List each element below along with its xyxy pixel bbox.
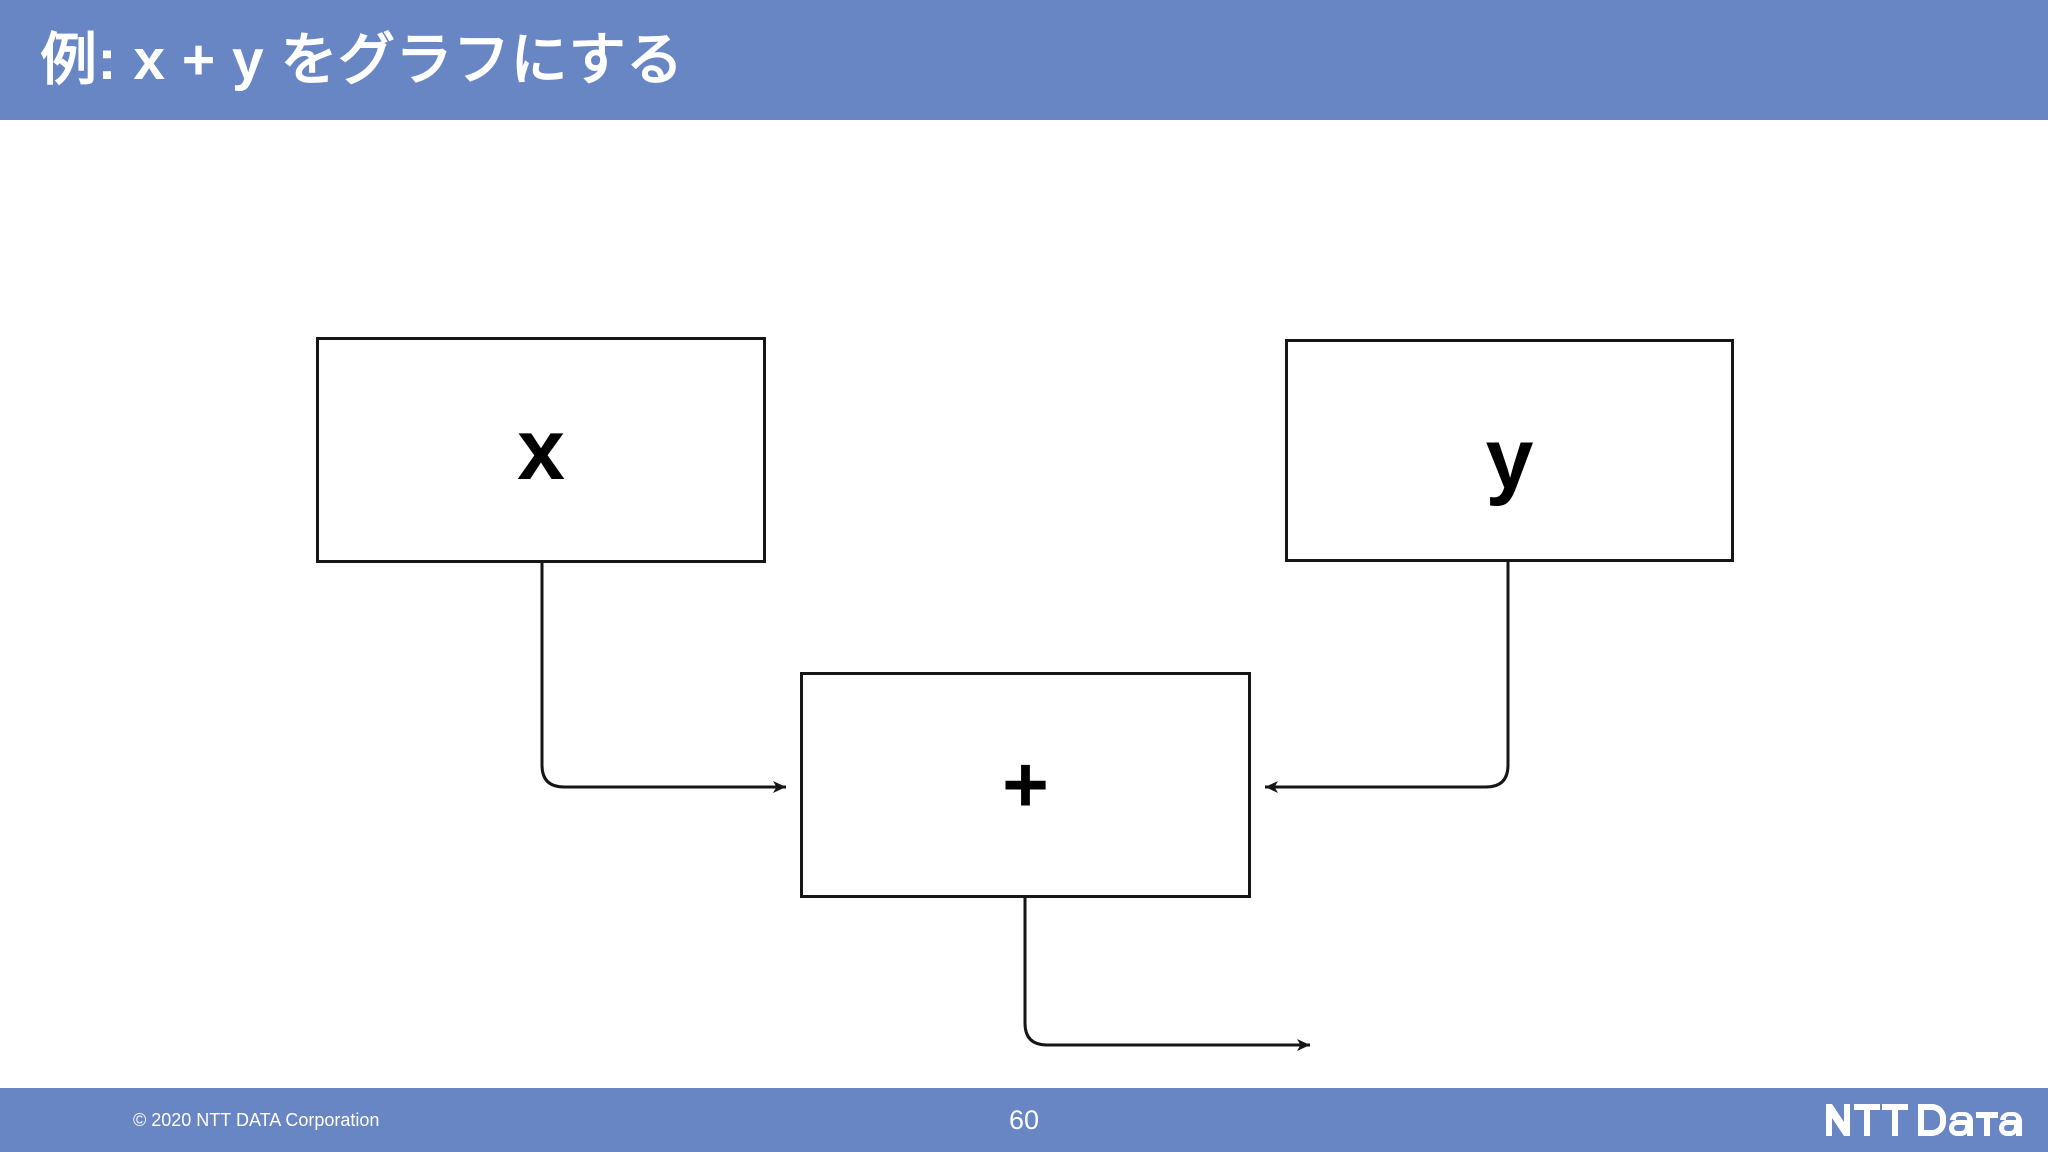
slide-body: x y + [0, 120, 2048, 1088]
graph-node-y-label: y [1485, 410, 1534, 507]
footer-copyright: © 2020 NTT DATA Corporation [133, 1110, 380, 1130]
graph-node-y[interactable]: y [1285, 339, 1734, 562]
graph-node-plus[interactable]: + [800, 672, 1251, 898]
graph-node-x[interactable]: x [316, 337, 766, 563]
graph-node-plus-label: + [1002, 740, 1049, 829]
slide-footer-bar: © 2020 NTT DATA Corporation 60 [0, 1088, 2048, 1152]
computation-graph-connectors [540, 562, 1510, 1051]
edge-plus-to-output [1023, 898, 1310, 1051]
graph-node-x-label: x [517, 402, 565, 498]
edge-x-to-plus [540, 563, 786, 793]
slide-header-bar: 例: x + y をグラフにする [0, 0, 2048, 120]
edge-y-to-plus [1265, 562, 1510, 793]
ntt-data-logo [1826, 1104, 2022, 1137]
page-title: 例: x + y をグラフにする [40, 28, 684, 92]
